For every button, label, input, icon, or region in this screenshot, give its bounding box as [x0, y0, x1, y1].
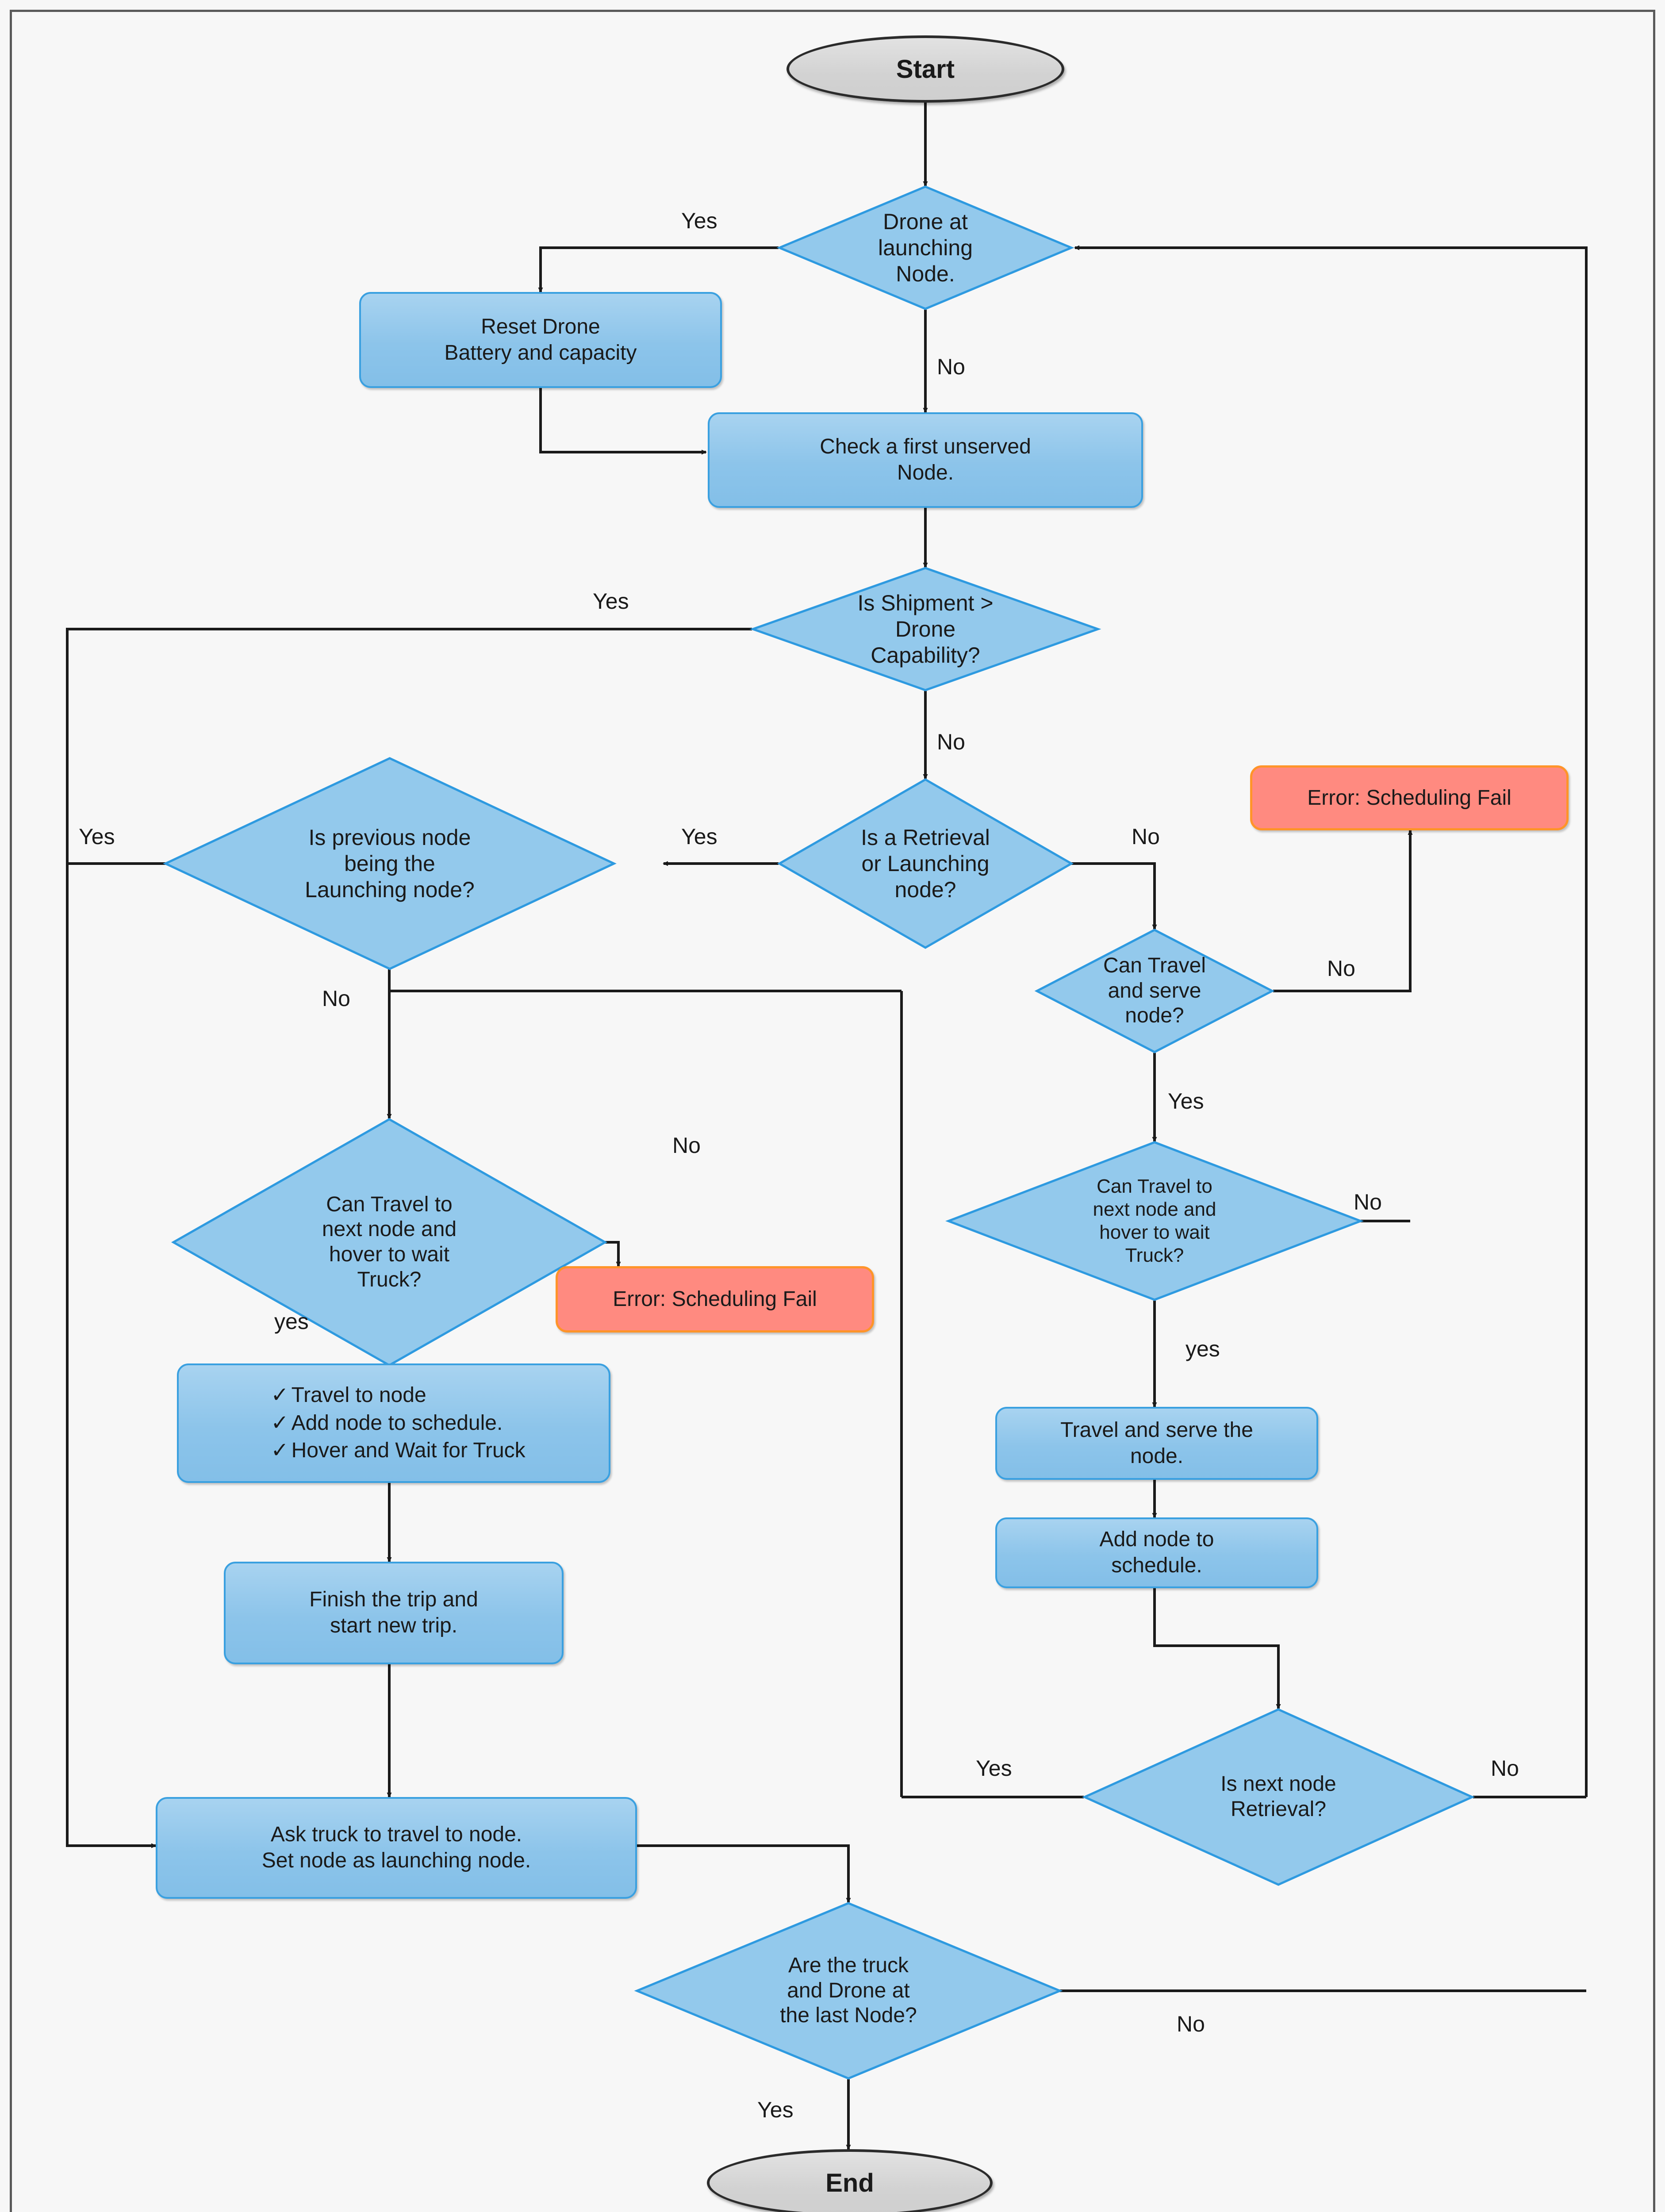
- decision-canserve-line1: Can Travel: [1103, 954, 1206, 978]
- process-add-node-schedule: Add node to schedule.: [995, 1517, 1318, 1588]
- edge-label-hoverright-no: No: [1354, 1190, 1382, 1214]
- decision-hoverright-line1: Can Travel to: [1097, 1175, 1212, 1198]
- process-travel-serve-node: Travel and serve the node.: [995, 1407, 1318, 1480]
- start-label: Start: [896, 54, 955, 84]
- edge-label-lastnode-yes: Yes: [757, 2097, 794, 2122]
- process-check-line2: Node.: [897, 461, 954, 484]
- process-finish-trip: Finish the trip and start new trip.: [224, 1562, 564, 1664]
- process-check-unserved: Check a first unserved Node.: [708, 412, 1143, 508]
- edge-label-nextretrieval-no: No: [1491, 1756, 1519, 1781]
- decision-lastnode-line1: Are the truck: [788, 1954, 909, 1978]
- error-left-label: Error: Scheduling Fail: [613, 1287, 817, 1311]
- edge-drone-yes-to-reset: [538, 246, 779, 293]
- edge-label-hoverleft-yes: yes: [274, 1309, 309, 1334]
- edge-retrieval-no-to-canserve: [1070, 862, 1157, 930]
- decision-hoverleft-line3: hover to wait: [329, 1243, 450, 1266]
- decision-retrieval-line3: node?: [894, 877, 956, 902]
- decision-prev-node-launching: Is previous node being the Launching nod…: [163, 757, 617, 970]
- process-reset-line1: Reset Drone: [481, 315, 600, 338]
- decision-prev-line2: being the: [344, 851, 435, 876]
- edge-label-drone-no: No: [937, 354, 965, 379]
- end-label: End: [825, 2168, 874, 2197]
- checklist-item-3: ✓Hover and Wait for Truck: [271, 1439, 526, 1463]
- process-travelserve-line1: Travel and serve the: [1060, 1418, 1253, 1442]
- edge-label-nextretrieval-yes: Yes: [976, 1756, 1012, 1781]
- edge-label-retrieval-yes: Yes: [681, 824, 717, 849]
- edge-reset-to-check: [539, 388, 707, 455]
- check-icon: ✓: [271, 1383, 289, 1407]
- edge-label-drone-yes: Yes: [681, 208, 717, 233]
- decision-retrieval-line2: or Launching: [861, 851, 990, 876]
- process-addnode-line2: schedule.: [1111, 1554, 1202, 1577]
- edge-shipment-yes-to-asktruck: [66, 628, 752, 1848]
- error-right-label: Error: Scheduling Fail: [1307, 786, 1512, 810]
- edge-label-hoverleft-no: No: [672, 1133, 701, 1158]
- edge-canserve-no-to-error: [1273, 830, 1413, 992]
- check-icon: ✓: [271, 1439, 289, 1463]
- decision-canserve-line3: node?: [1125, 1004, 1184, 1028]
- edge-label-prev-yes: Yes: [79, 824, 115, 849]
- checklist-item-1: ✓Travel to node: [271, 1383, 426, 1407]
- check-icon: ✓: [271, 1411, 289, 1435]
- decision-retrieval-or-launching: Is a Retrieval or Launching node?: [777, 778, 1074, 949]
- decision-truck-drone-last-node: Are the truck and Drone at the last Node…: [634, 1902, 1063, 2080]
- decision-retrieval-line1: Is a Retrieval: [861, 825, 990, 850]
- decision-canserve-line2: and serve: [1108, 979, 1201, 1002]
- edge-right-trunk-to-drone: [1074, 245, 1588, 1797]
- process-check-line1: Check a first unserved: [820, 435, 1031, 459]
- decision-shipment-line1: Is Shipment >: [857, 590, 994, 615]
- edge-label-serve-yes: Yes: [1168, 1089, 1204, 1114]
- decision-drone-at-launching: Drone at launching Node.: [776, 185, 1074, 310]
- process-addnode-line1: Add node to: [1099, 1528, 1214, 1551]
- process-finish-line1: Finish the trip and: [309, 1588, 478, 1612]
- decision-hoverleft-line4: Truck?: [357, 1267, 422, 1291]
- edge-label-retrieval-no: No: [1132, 824, 1160, 849]
- decision-lastnode-line3: the last Node?: [780, 2004, 917, 2028]
- process-asktruck-line1: Ask truck to travel to node.: [270, 1823, 522, 1847]
- decision-nextretrieval-line1: Is next node: [1220, 1772, 1336, 1796]
- decision-can-travel-hover-left: Can Travel to next node and hover to wai…: [171, 1118, 608, 1367]
- error-box-right: Error: Scheduling Fail: [1250, 765, 1569, 830]
- decision-prev-line3: Launching node?: [305, 877, 475, 902]
- edge-label-serve-no: No: [1327, 956, 1355, 981]
- decision-drone-line2: launching: [878, 235, 973, 260]
- decision-hoverright-line4: Truck?: [1125, 1244, 1184, 1266]
- decision-shipment-line2: Drone: [895, 616, 956, 641]
- process-reset-line2: Battery and capacity: [444, 341, 637, 365]
- edge-label-shipment-yes: Yes: [593, 589, 629, 614]
- decision-drone-line3: Node.: [896, 261, 955, 286]
- decision-drone-line1: Drone at: [883, 209, 968, 234]
- edge-label-hoverright-yes: yes: [1185, 1336, 1220, 1361]
- process-reset-drone: Reset Drone Battery and capacity: [359, 292, 722, 388]
- edge-label-shipment-no: No: [937, 730, 965, 754]
- start-terminator: Start: [786, 35, 1064, 103]
- process-travelserve-line2: node.: [1130, 1444, 1184, 1468]
- decision-prev-line1: Is previous node: [308, 825, 471, 850]
- checklist-item-2: ✓Add node to schedule.: [271, 1411, 503, 1435]
- decision-nextretrieval-line2: Retrieval?: [1230, 1797, 1327, 1821]
- decision-lastnode-line2: and Drone at: [787, 1978, 910, 2002]
- process-asktruck-line2: Set node as launching node.: [261, 1849, 531, 1872]
- error-box-left: Error: Scheduling Fail: [556, 1266, 874, 1333]
- decision-can-travel-serve: Can Travel and serve node?: [1034, 929, 1275, 1053]
- edge-asktruck-to-lastnode: [637, 1844, 851, 1903]
- decision-shipment-line3: Capability?: [871, 642, 980, 668]
- decision-hoverleft-line2: next node and: [322, 1217, 457, 1241]
- process-checklist: ✓Travel to node ✓Add node to schedule. ✓…: [177, 1363, 610, 1483]
- decision-hoverleft-line1: Can Travel to: [326, 1192, 453, 1216]
- process-ask-truck: Ask truck to travel to node. Set node as…: [156, 1797, 637, 1899]
- end-terminator: End: [707, 2149, 993, 2212]
- edge-label-prev-no: No: [322, 986, 350, 1011]
- decision-hoverright-line2: next node and: [1093, 1198, 1216, 1221]
- decision-hoverright-line3: hover to wait: [1099, 1221, 1210, 1243]
- decision-can-travel-hover-right: Can Travel to next node and hover to wai…: [945, 1141, 1364, 1301]
- decision-shipment-gt-capability: Is Shipment > Drone Capability?: [749, 567, 1101, 691]
- edge-addnode-to-nextretrieval: [1153, 1588, 1281, 1709]
- process-finish-line2: start new trip.: [330, 1614, 458, 1637]
- edge-label-lastnode-no: No: [1177, 2012, 1205, 2036]
- decision-next-node-retrieval: Is next node Retrieval?: [1082, 1708, 1475, 1886]
